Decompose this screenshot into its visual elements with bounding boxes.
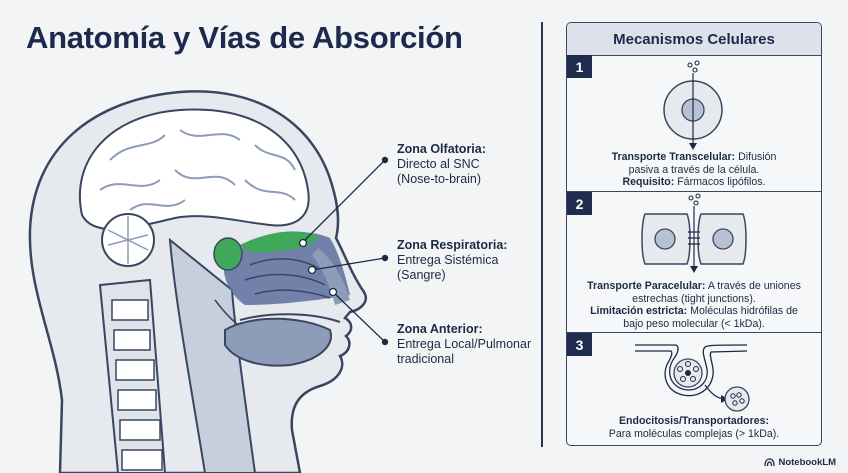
olfactory-bulb [214, 238, 242, 270]
transcellular-diagram [567, 55, 821, 155]
paracellular-diagram [567, 192, 821, 277]
zone-anterior-label: Zona Anterior: Entrega Local/Pulmonar tr… [397, 322, 531, 367]
notebooklm-logo: NotebookLM [764, 457, 836, 468]
mechanism-text: A través de uniones [705, 280, 800, 292]
mechanism-description: Transporte Paracelular: A través de unio… [567, 280, 821, 330]
zone-respiratory-label: Zona Respiratoria: Entrega Sistémica (Sa… [397, 238, 507, 283]
mechanism-text: Difusión [735, 151, 776, 163]
vertical-divider [541, 22, 543, 447]
zone-name: Zona Respiratoria: [397, 238, 507, 253]
zone-description: Entrega Local/Pulmonar tradicional [397, 337, 531, 367]
head-anatomy-illustration [0, 0, 545, 473]
mechanism-description: Transporte Transcelular: Difusión pasiva… [567, 151, 821, 189]
mechanism-limitation-label: Limitación estricta: [590, 305, 687, 317]
notebooklm-logo-icon [764, 458, 775, 467]
mechanism-title: Transporte Paracelular: [587, 280, 705, 292]
panel-title: Mecanismos Celulares [567, 23, 821, 56]
zone-description: Entrega Sistémica (Sangre) [397, 253, 507, 283]
mechanisms-panel: Mecanismos Celulares 1 Transporte Transc… [566, 22, 822, 446]
zone-olfactory-label: Zona Olfatoria: Directo al SNC (Nose-to-… [397, 142, 486, 187]
logo-text: NotebookLM [778, 457, 836, 468]
mechanism-text: bajo peso molecular (< 1kDa). [567, 318, 821, 331]
mechanism-title: Transporte Transcelular: [612, 151, 736, 163]
mechanism-text: pasiva a través de la célula. [567, 164, 821, 177]
zone-name: Zona Anterior: [397, 322, 531, 337]
endocytosis-diagram [567, 333, 821, 415]
mechanism-requirement-label: Requisito: [622, 176, 674, 188]
mechanism-text: Para moléculas complejas (> 1kDa). [567, 428, 821, 441]
mechanism-text: Moléculas hidrófilas de [687, 305, 798, 317]
mechanism-paracellular: 2 Transporte Paracelular: A través de un… [567, 192, 821, 332]
mechanism-transcellular: 1 Transporte Transcelular: Difusión pasi… [567, 55, 821, 191]
mechanism-text: estrechas (tight junctions). [567, 293, 821, 306]
zone-description: Directo al SNC (Nose-to-brain) [397, 157, 486, 187]
zone-name: Zona Olfatoria: [397, 142, 486, 157]
mechanism-endocytosis: 3 Endocitosis/Transportadores: Para molé… [567, 333, 821, 445]
mechanism-description: Endocitosis/Transportadores: Para molécu… [567, 415, 821, 440]
mechanism-text: Fármacos lipófilos. [674, 176, 765, 188]
mechanism-title: Endocitosis/Transportadores: [619, 415, 769, 427]
